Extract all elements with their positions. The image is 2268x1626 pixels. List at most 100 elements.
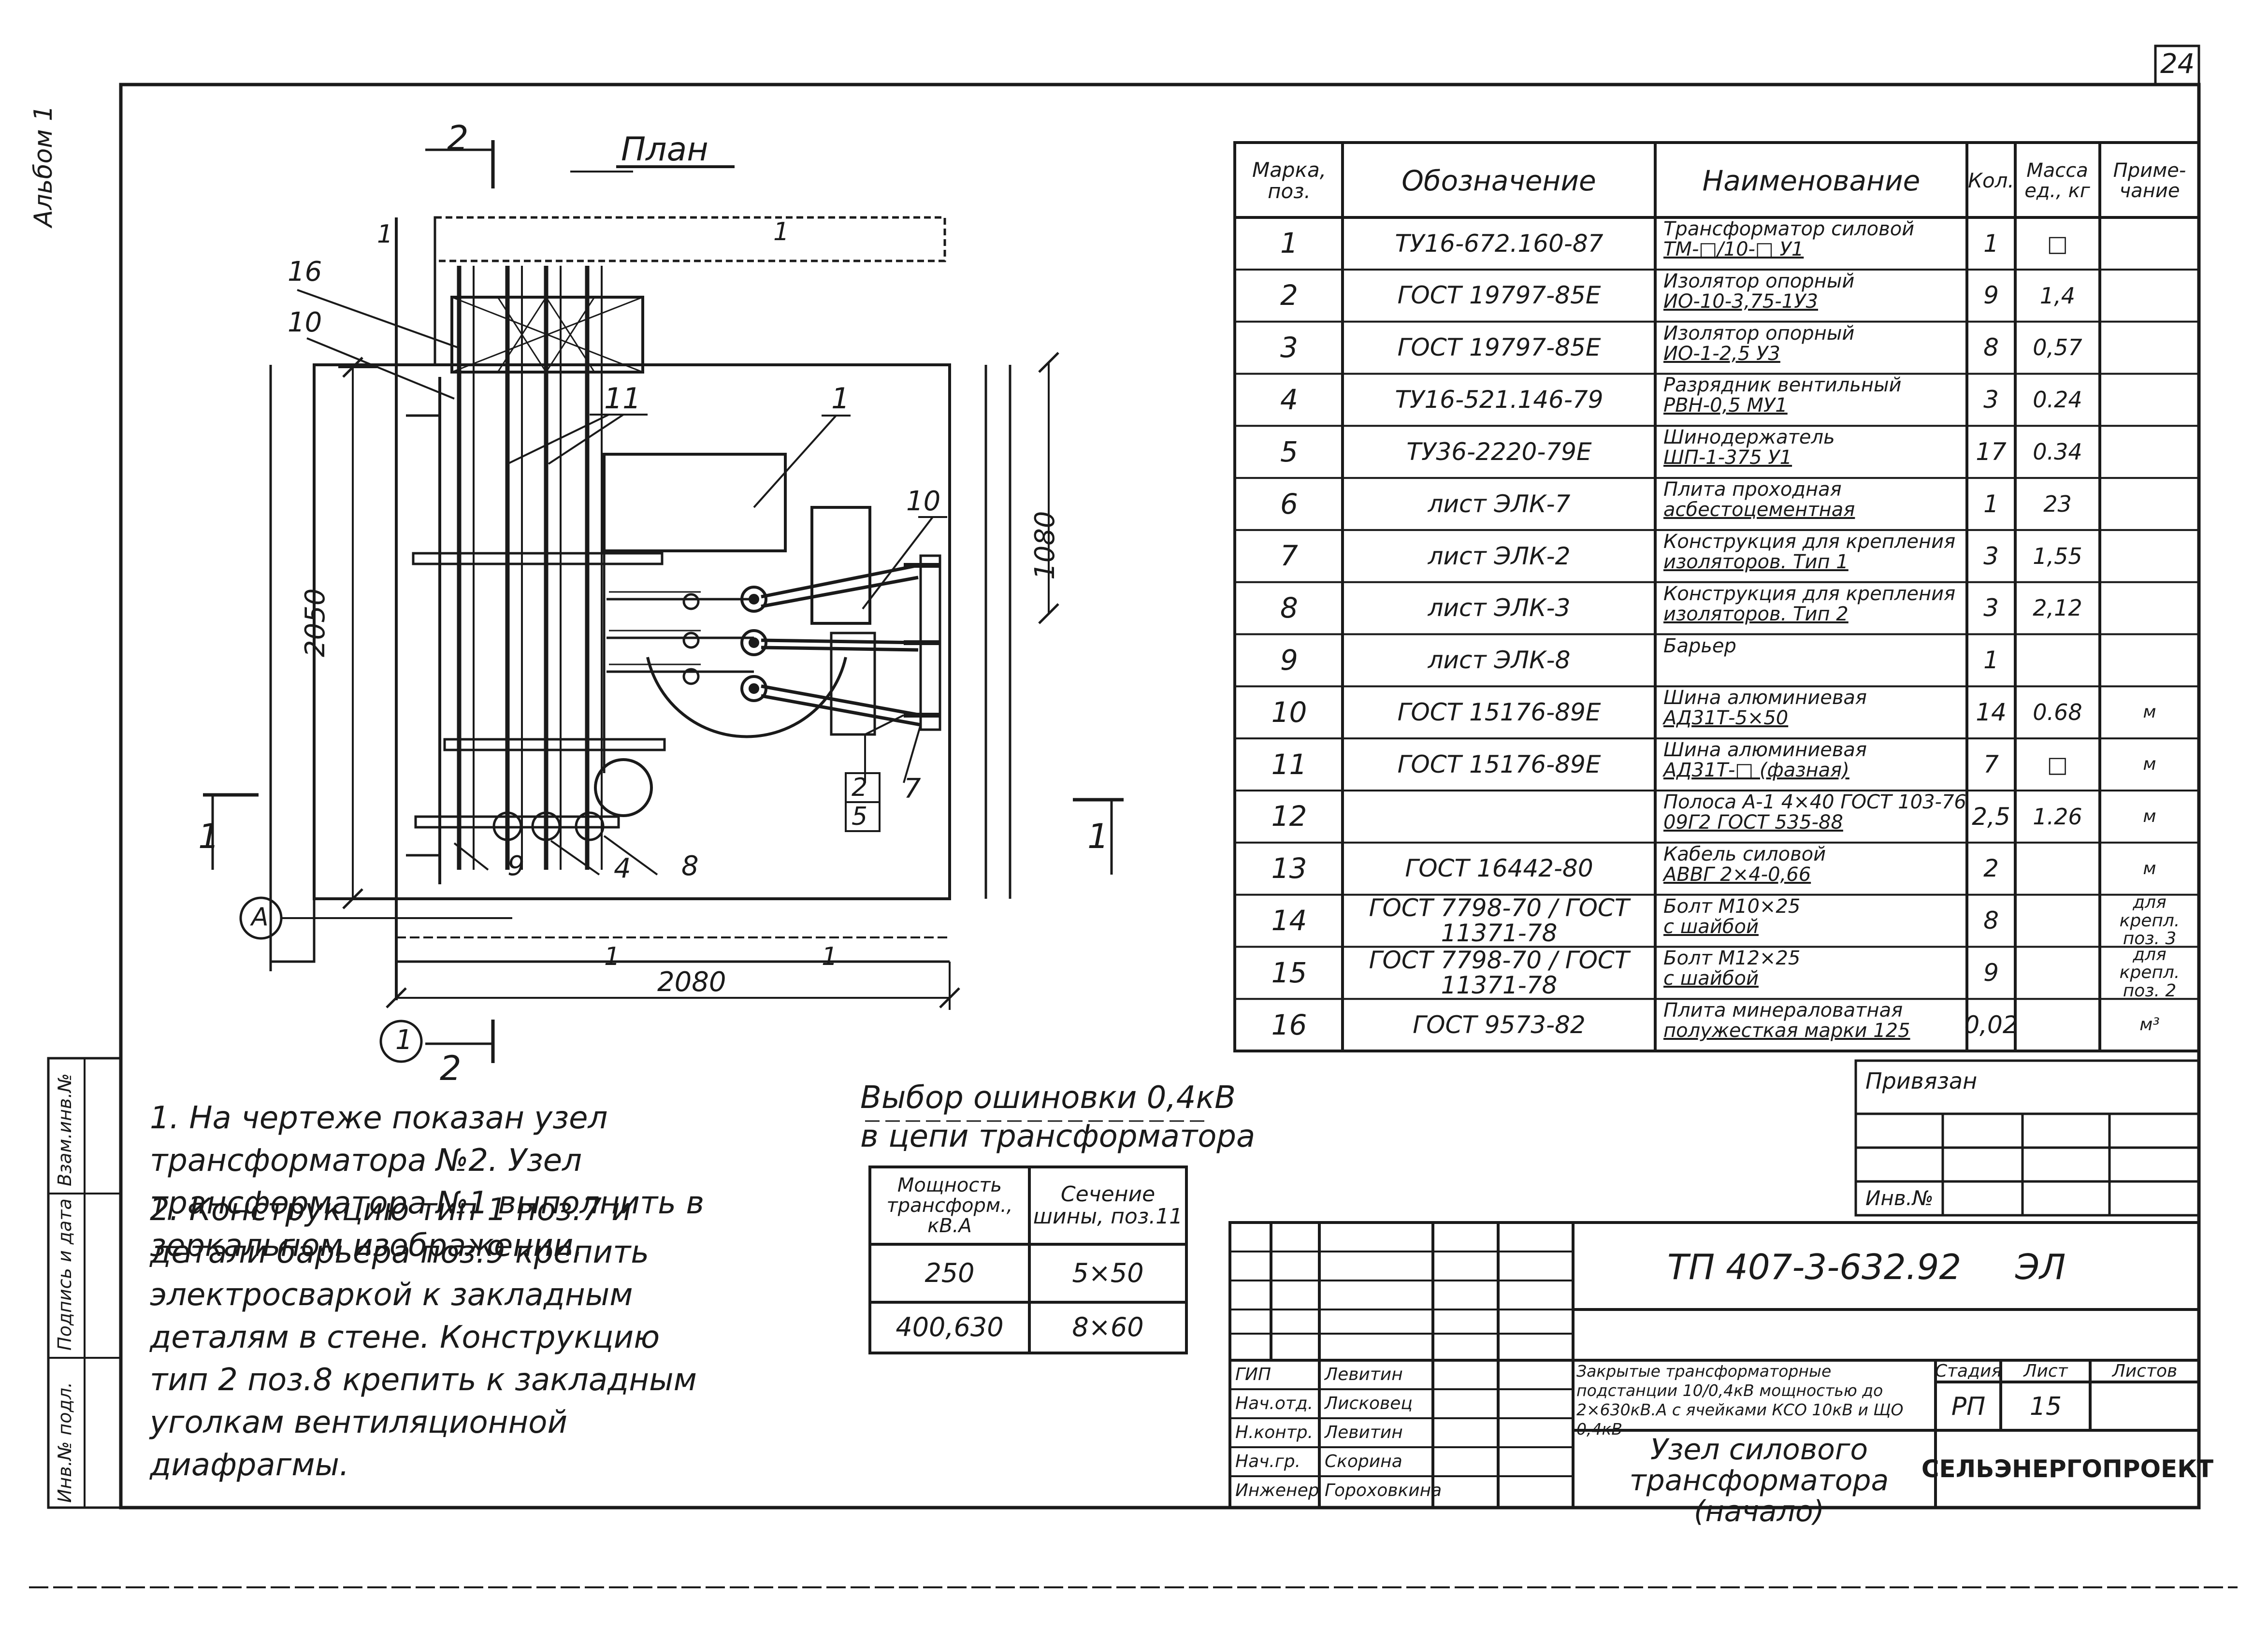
spec-pos: 15 xyxy=(1271,956,1307,989)
spec-note xyxy=(2101,427,2198,476)
callout-4: 4 xyxy=(614,853,631,884)
spec-code: ГОСТ 7798-70 / ГОСТ 11371-78 xyxy=(1369,946,1630,1000)
spec-mass: 0.34 xyxy=(2033,439,2082,465)
doc-code: ТП 407-3-632.92 xyxy=(1667,1247,1962,1287)
spec-name-line: Шина алюминиевая xyxy=(1663,687,1867,709)
callout-11: 11 xyxy=(604,382,641,416)
spec-qty: 7 xyxy=(1983,750,1999,778)
spec-name-line: ИО-10-3,75-1У3 xyxy=(1663,290,1818,313)
spec-name: Барьер xyxy=(1658,636,1966,685)
spec-code: ГОСТ 15176-89Е xyxy=(1397,698,1601,726)
callout-9: 9 xyxy=(507,850,525,882)
busbar-header-section: Сечение шины, поз.11 xyxy=(1033,1181,1183,1229)
spec-name-line: Болт М12×25 xyxy=(1663,947,1801,970)
role-name: Скорина xyxy=(1325,1452,1402,1472)
callout-8: 8 xyxy=(681,850,699,882)
spec-name-line: Конструкция для крепления xyxy=(1663,530,1956,553)
spec-pos: 14 xyxy=(1271,904,1307,937)
spec-code: ГОСТ 19797-85Е xyxy=(1397,333,1601,362)
spec-note xyxy=(2101,375,2198,424)
spec-qty: 17 xyxy=(1976,437,2007,466)
spec-note xyxy=(2101,323,2198,373)
spec-note: м xyxy=(2143,754,2156,775)
axis-label-a: А xyxy=(251,903,269,932)
spec-mass xyxy=(2017,844,2098,893)
spec-code: ТУ16-672.160-87 xyxy=(1395,229,1603,258)
role-label: ГИП xyxy=(1235,1365,1271,1385)
sheets-value xyxy=(2092,1384,2198,1429)
busbar-row-section: 5×50 xyxy=(1072,1257,1144,1288)
spec-name-line: с шайбой xyxy=(1663,967,1759,990)
side-stamp-replace: Взам.инв.№ xyxy=(54,1073,75,1186)
spec-mass: □ xyxy=(2047,230,2068,257)
spec-qty: 2 xyxy=(1983,854,1999,883)
spec-code: ГОСТ 16442-80 xyxy=(1405,854,1593,883)
busbar-title-1: Выбор ошиновки 0,4кВ xyxy=(860,1080,1236,1116)
spec-name-line: Изолятор опорный xyxy=(1663,270,1855,292)
spec-pos: 6 xyxy=(1280,487,1298,520)
spec-header-name: Наименование xyxy=(1702,164,1921,197)
spec-name-line: ШП-1-375 У1 xyxy=(1663,446,1792,469)
busbar-title-2: в цепи трансформатора xyxy=(860,1119,1256,1154)
spec-qty: 9 xyxy=(1983,959,1999,987)
spec-name-line: Изолятор опорный xyxy=(1663,322,1855,345)
spec-qty: 3 xyxy=(1983,542,1999,570)
spec-mass: 0,57 xyxy=(2033,334,2082,361)
spec-name-line: АД31Т-□ (фазная) xyxy=(1663,759,1849,782)
album-label: Альбом 1 xyxy=(29,105,58,227)
callout-10: 10 xyxy=(288,307,322,338)
spec-note xyxy=(2101,636,2198,685)
spec-mass xyxy=(2017,636,2098,685)
sheet-label: Лист xyxy=(2023,1361,2068,1381)
spec-name-line: Болт М10×25 xyxy=(1663,895,1801,918)
spec-qty: 1 xyxy=(1983,489,1999,518)
org-name: СЕЛЬЭНЕРГОПРОЕКТ xyxy=(1921,1454,2214,1483)
spec-name-line: АД31Т-5×50 xyxy=(1663,707,1789,730)
spec-mass: □ xyxy=(2047,751,2068,777)
spec-qty: 3 xyxy=(1983,594,1999,622)
spec-header-code: Обозначение xyxy=(1401,164,1596,197)
spec-name-line: Плита проходная xyxy=(1663,478,1842,501)
spec-code xyxy=(1344,792,1654,841)
busbar-row-power: 250 xyxy=(925,1257,975,1288)
section-side-left: 1 xyxy=(198,817,220,856)
spec-pos: 2 xyxy=(1280,279,1298,312)
spec-code: ГОСТ 7798-70 / ГОСТ 11371-78 xyxy=(1369,893,1630,948)
spec-code: ГОСТ 9573-82 xyxy=(1413,1010,1586,1039)
spec-qty: 8 xyxy=(1983,907,1999,935)
callout-16: 16 xyxy=(288,256,322,288)
spec-code: лист ЭЛК-3 xyxy=(1428,594,1571,622)
spec-name-line: ИО-1-2,5 У3 xyxy=(1663,342,1780,365)
note-1: 1. На чертеже показан узел трансформатор… xyxy=(150,1100,705,1264)
spec-name-line: полужесткая марки 125 xyxy=(1663,1020,1910,1042)
sheets-label: Листов xyxy=(2112,1361,2178,1381)
spec-name-line: Плита минераловатная xyxy=(1663,999,1903,1022)
role-label: Инженер xyxy=(1235,1481,1319,1501)
spec-pos: 9 xyxy=(1280,643,1298,676)
role-name: Лисковец xyxy=(1325,1394,1413,1414)
spec-code: лист ЭЛК-7 xyxy=(1428,489,1571,518)
side-stamp-inv: Инв.№ подл. xyxy=(54,1381,75,1503)
spec-mass: 0.68 xyxy=(2033,699,2082,726)
spec-note xyxy=(2101,479,2198,529)
spec-pos: 4 xyxy=(1280,383,1298,416)
spec-pos: 13 xyxy=(1271,852,1307,885)
wall-mark: 1 xyxy=(773,217,790,246)
callout-10-right: 10 xyxy=(906,486,941,517)
spec-header-pos: Марка, поз. xyxy=(1252,158,1327,203)
spec-code: лист ЭЛК-2 xyxy=(1428,542,1571,570)
spec-note xyxy=(2101,271,2198,320)
spec-name-line: с шайбой xyxy=(1663,915,1759,938)
spec-name-line: Конструкция для крепления xyxy=(1663,582,1956,605)
